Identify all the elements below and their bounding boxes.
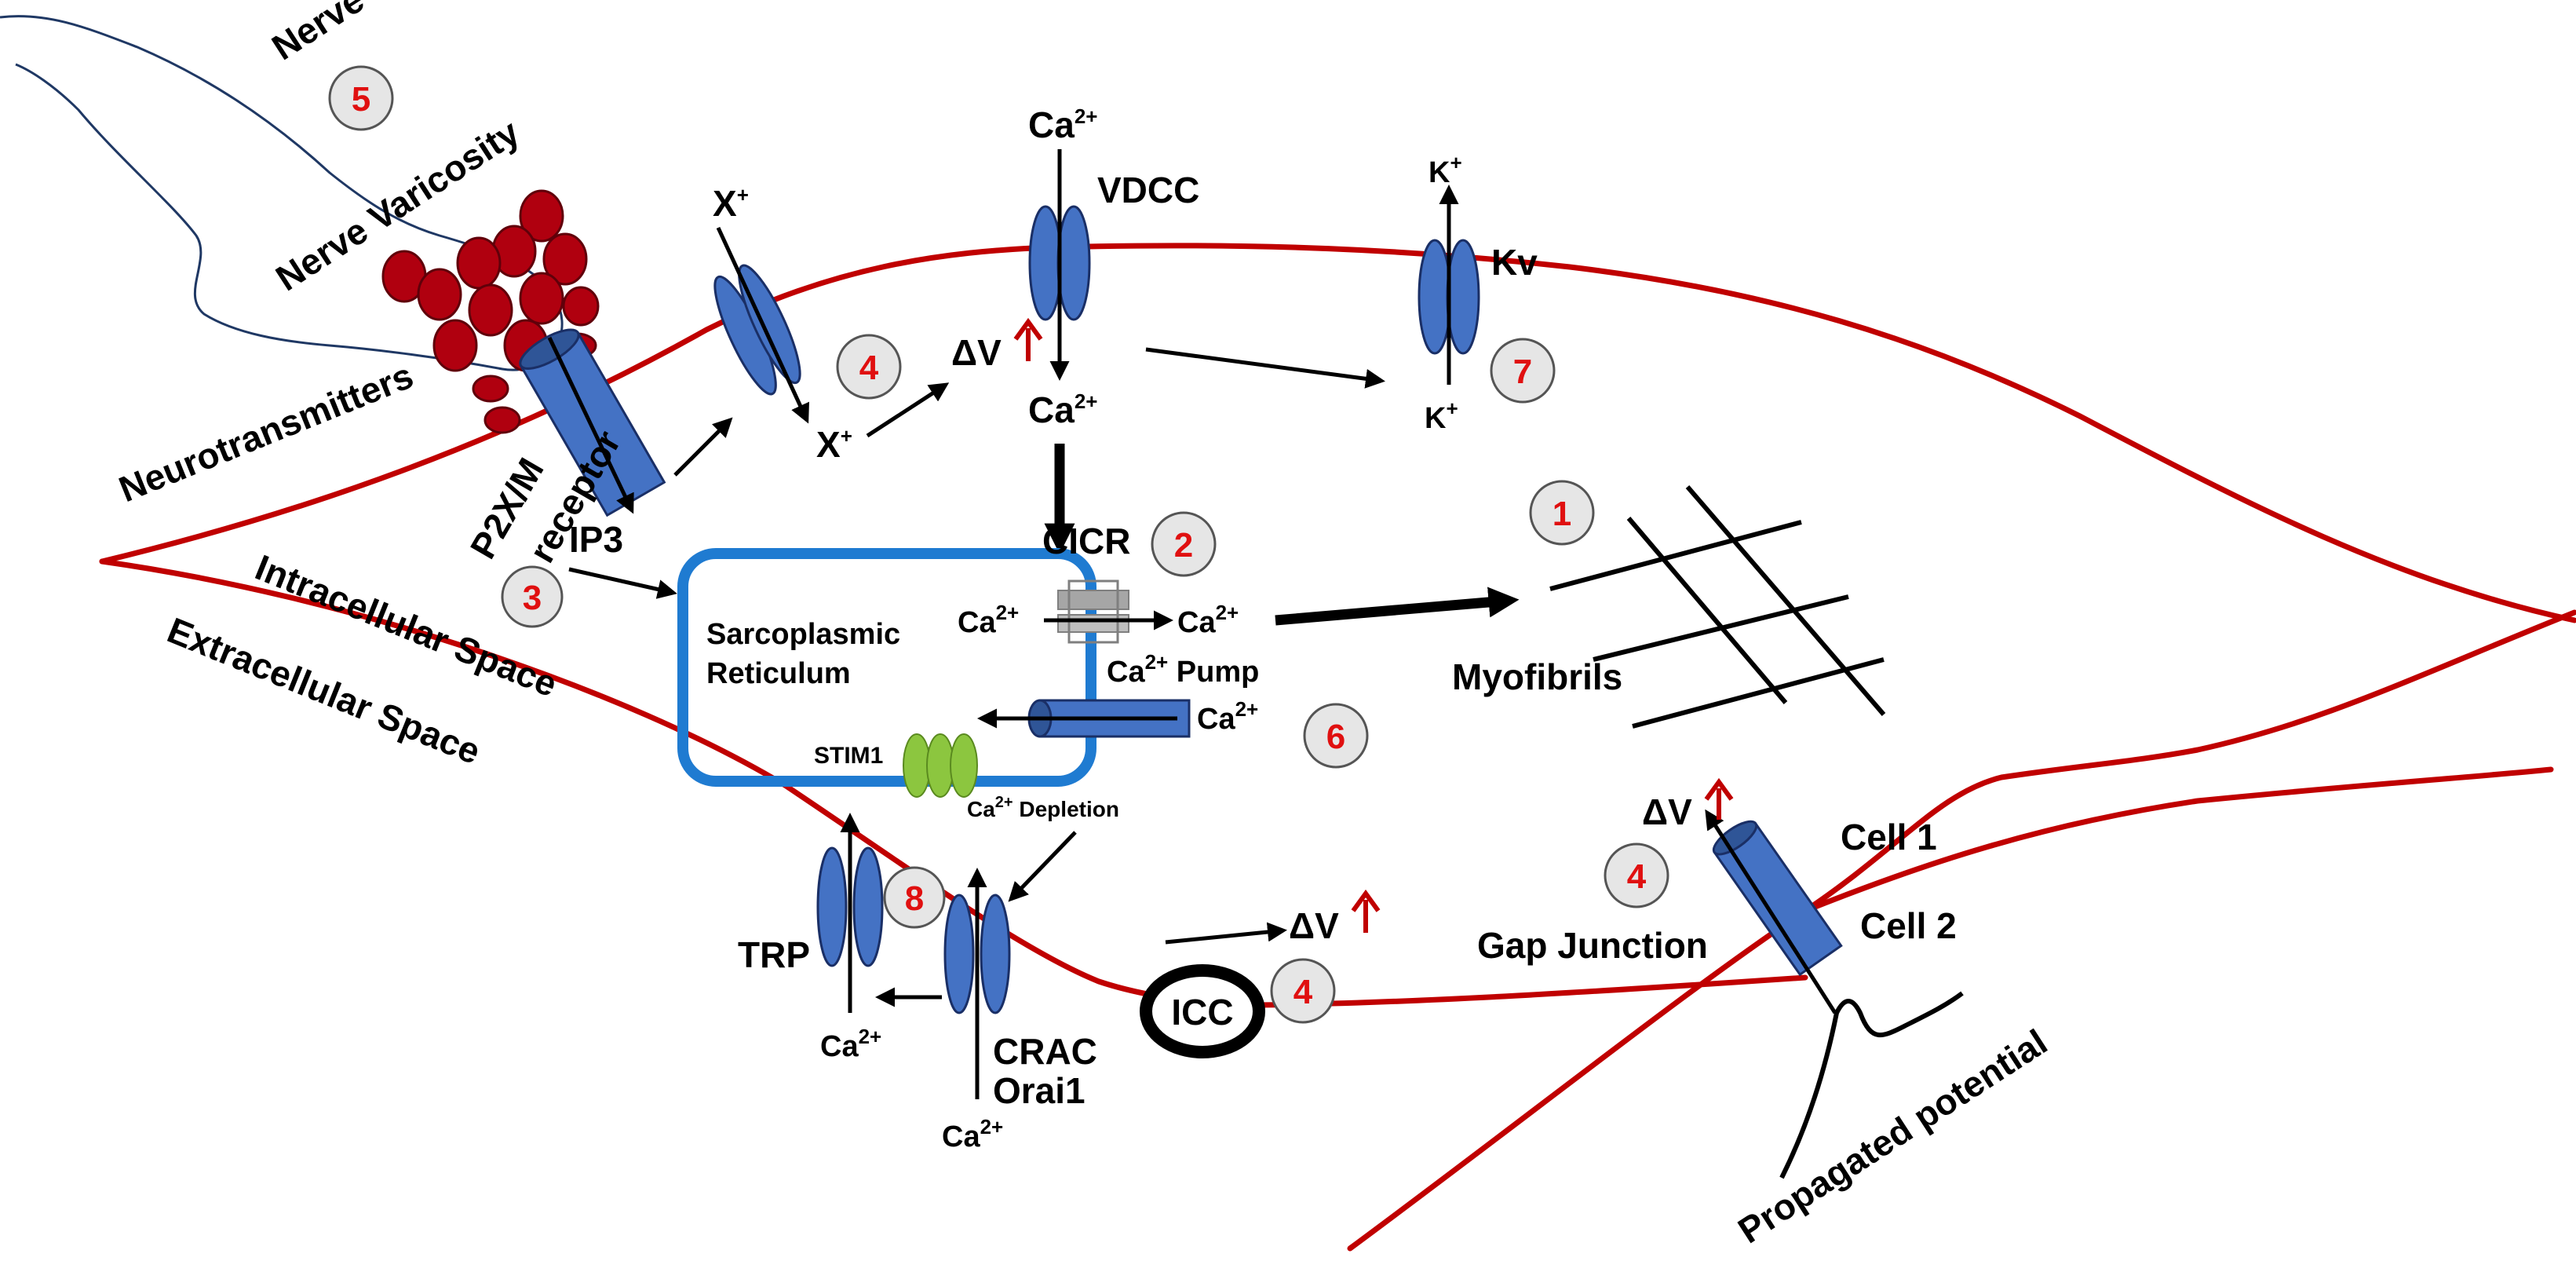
cell1-boundary xyxy=(1347,609,2576,1252)
svg-text:1: 1 xyxy=(1553,495,1571,533)
marker-6: 6 xyxy=(1303,703,1369,769)
svg-text:2: 2 xyxy=(1174,526,1193,565)
svg-text:ΔV: ΔV xyxy=(951,332,1002,373)
icc-cell xyxy=(1140,964,1265,1058)
cation-channel xyxy=(713,264,801,396)
vesicle xyxy=(468,283,513,337)
svg-text:3: 3 xyxy=(523,579,542,617)
kv-k-bottom: K+ xyxy=(1425,397,1458,435)
marker-3: 3 xyxy=(501,565,564,628)
trp-ca-label: Ca2+ xyxy=(820,1025,881,1063)
nerve-label: Nerve xyxy=(265,0,371,68)
kv-k-top: K+ xyxy=(1428,151,1462,189)
stim1-protein xyxy=(903,733,978,798)
vdcc-ca-bottom: Ca2+ xyxy=(1028,389,1097,430)
marker-5: 5 xyxy=(328,65,394,131)
ip3-arrow xyxy=(568,567,677,599)
icc-label: ICC xyxy=(1171,992,1233,1033)
crac-ca-label: Ca2+ xyxy=(942,1115,1003,1153)
svg-text:8: 8 xyxy=(905,879,924,918)
myofibrils-label: Myofibrils xyxy=(1452,656,1622,697)
sr-label-line2: Reticulum xyxy=(706,657,851,690)
cicr-ca-right: Ca2+ xyxy=(1177,601,1239,639)
pump-ca-right: Ca2+ xyxy=(1197,697,1258,736)
cell2-label: Cell 2 xyxy=(1860,905,1957,946)
marker-2: 2 xyxy=(1151,511,1217,577)
vesicle xyxy=(519,272,564,325)
ca-depletion-label: Ca2+ Depletion xyxy=(967,794,1119,821)
vesicle xyxy=(542,232,588,286)
ca-to-kv-arrow xyxy=(1145,347,1385,389)
p2x-to-channel-arrow xyxy=(673,417,733,477)
myofibrils xyxy=(1549,485,1886,729)
icc-to-dv-arrow xyxy=(1165,922,1287,945)
p2x-arrow xyxy=(547,336,634,514)
x-to-dv-arrow xyxy=(866,382,950,438)
svg-text:4: 4 xyxy=(1627,857,1647,896)
x-plus-top-label: X+ xyxy=(713,183,749,224)
kv-channel xyxy=(1418,239,1480,355)
propagated-potential-trace xyxy=(1779,991,1964,1179)
cell-lower-membrane xyxy=(99,558,1808,1008)
neurotransmitters-label: Neurotransmitters xyxy=(113,355,418,510)
delta-v-icc: ΔV xyxy=(1289,889,1381,946)
vesicle xyxy=(472,375,509,403)
marker-4-top: 4 xyxy=(836,334,902,400)
propagated-potential-label: Propagated potential xyxy=(1731,1022,2054,1252)
ip3-label: IP3 xyxy=(569,519,623,560)
marker-1: 1 xyxy=(1529,480,1595,546)
svg-text:ΔV: ΔV xyxy=(1289,905,1339,946)
gap-junction-arrow xyxy=(1705,809,1837,1014)
vesicle xyxy=(562,286,600,327)
delta-v-gap: ΔV xyxy=(1642,777,1734,832)
stim1-label: STIM1 xyxy=(814,743,883,769)
vdcc-label: VDCC xyxy=(1097,170,1199,210)
cicr-label: CICR xyxy=(1042,521,1130,561)
svg-text:4: 4 xyxy=(859,349,879,387)
vesicle xyxy=(519,189,564,243)
marker-8: 8 xyxy=(883,866,946,929)
neurotransmitter-vesicles xyxy=(381,189,600,434)
marker-4-gap: 4 xyxy=(1604,842,1669,908)
kv-label: Kv xyxy=(1491,242,1538,283)
vesicle xyxy=(456,236,502,290)
svg-text:4: 4 xyxy=(1293,973,1313,1011)
sr-label-line1: Sarcoplasmic xyxy=(706,618,900,651)
sr-ca-left: Ca2+ xyxy=(958,601,1019,639)
svg-text:5: 5 xyxy=(352,80,370,119)
orai1-label: Orai1 xyxy=(993,1070,1085,1111)
delta-v-top: ΔV xyxy=(951,317,1043,373)
svg-text:6: 6 xyxy=(1326,718,1345,756)
marker-4-icc: 4 xyxy=(1270,958,1336,1024)
vesicle xyxy=(483,406,521,434)
marker-7: 7 xyxy=(1490,338,1556,404)
cell2-boundary xyxy=(1802,766,2554,914)
crac-label: CRAC xyxy=(993,1031,1097,1072)
vesicle xyxy=(417,268,462,321)
vdcc-channel xyxy=(1028,205,1091,321)
ca-to-myofibril-thick-arrow xyxy=(1275,587,1520,626)
svg-text:ΔV: ΔV xyxy=(1642,791,1692,832)
vdcc-ca-top: Ca2+ xyxy=(1028,104,1097,145)
x-flux-arrow xyxy=(716,226,809,424)
x-plus-bottom-label: X+ xyxy=(816,424,852,465)
depletion-to-crac-arrow xyxy=(1008,831,1077,902)
vesicle xyxy=(432,319,478,372)
trp-channel xyxy=(816,846,884,967)
gap-junction-label: Gap Junction xyxy=(1477,925,1708,966)
svg-text:7: 7 xyxy=(1513,353,1532,391)
crac-orai1-channel xyxy=(943,894,1011,1014)
cell1-label: Cell 1 xyxy=(1841,817,1937,857)
sarcoplasmic-reticulum xyxy=(677,548,1096,787)
ca-pump-label: Ca2+ Pump xyxy=(1107,650,1259,689)
trp-label: TRP xyxy=(738,934,810,975)
gap-junction xyxy=(1712,820,1843,977)
